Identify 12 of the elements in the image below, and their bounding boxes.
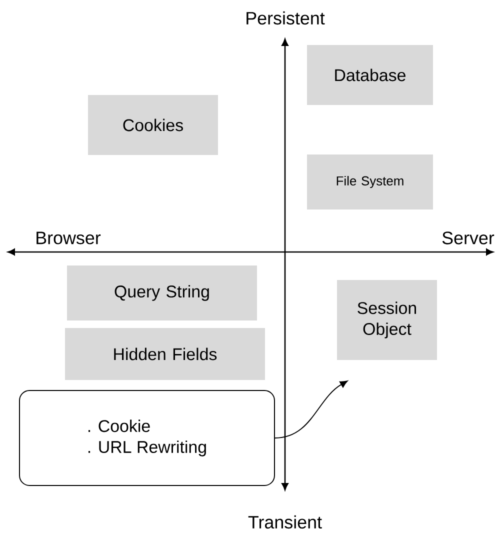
storage-box: Hidden Fields <box>65 328 265 380</box>
storage-box: File System <box>307 154 433 210</box>
axis-label: Transient <box>248 515 322 529</box>
axis-label: Persistent <box>246 11 325 25</box>
axis-label: Server <box>442 232 494 244</box>
storage-box: Query String <box>67 266 257 320</box>
storage-box: Session Object <box>337 280 437 360</box>
list-box: . Cookie . URL Rewriting <box>19 390 275 486</box>
storage-box: Cookies <box>88 95 218 155</box>
storage-box: Database <box>307 45 433 105</box>
arrow <box>274 380 348 438</box>
axis-label: Browser <box>36 232 101 244</box>
